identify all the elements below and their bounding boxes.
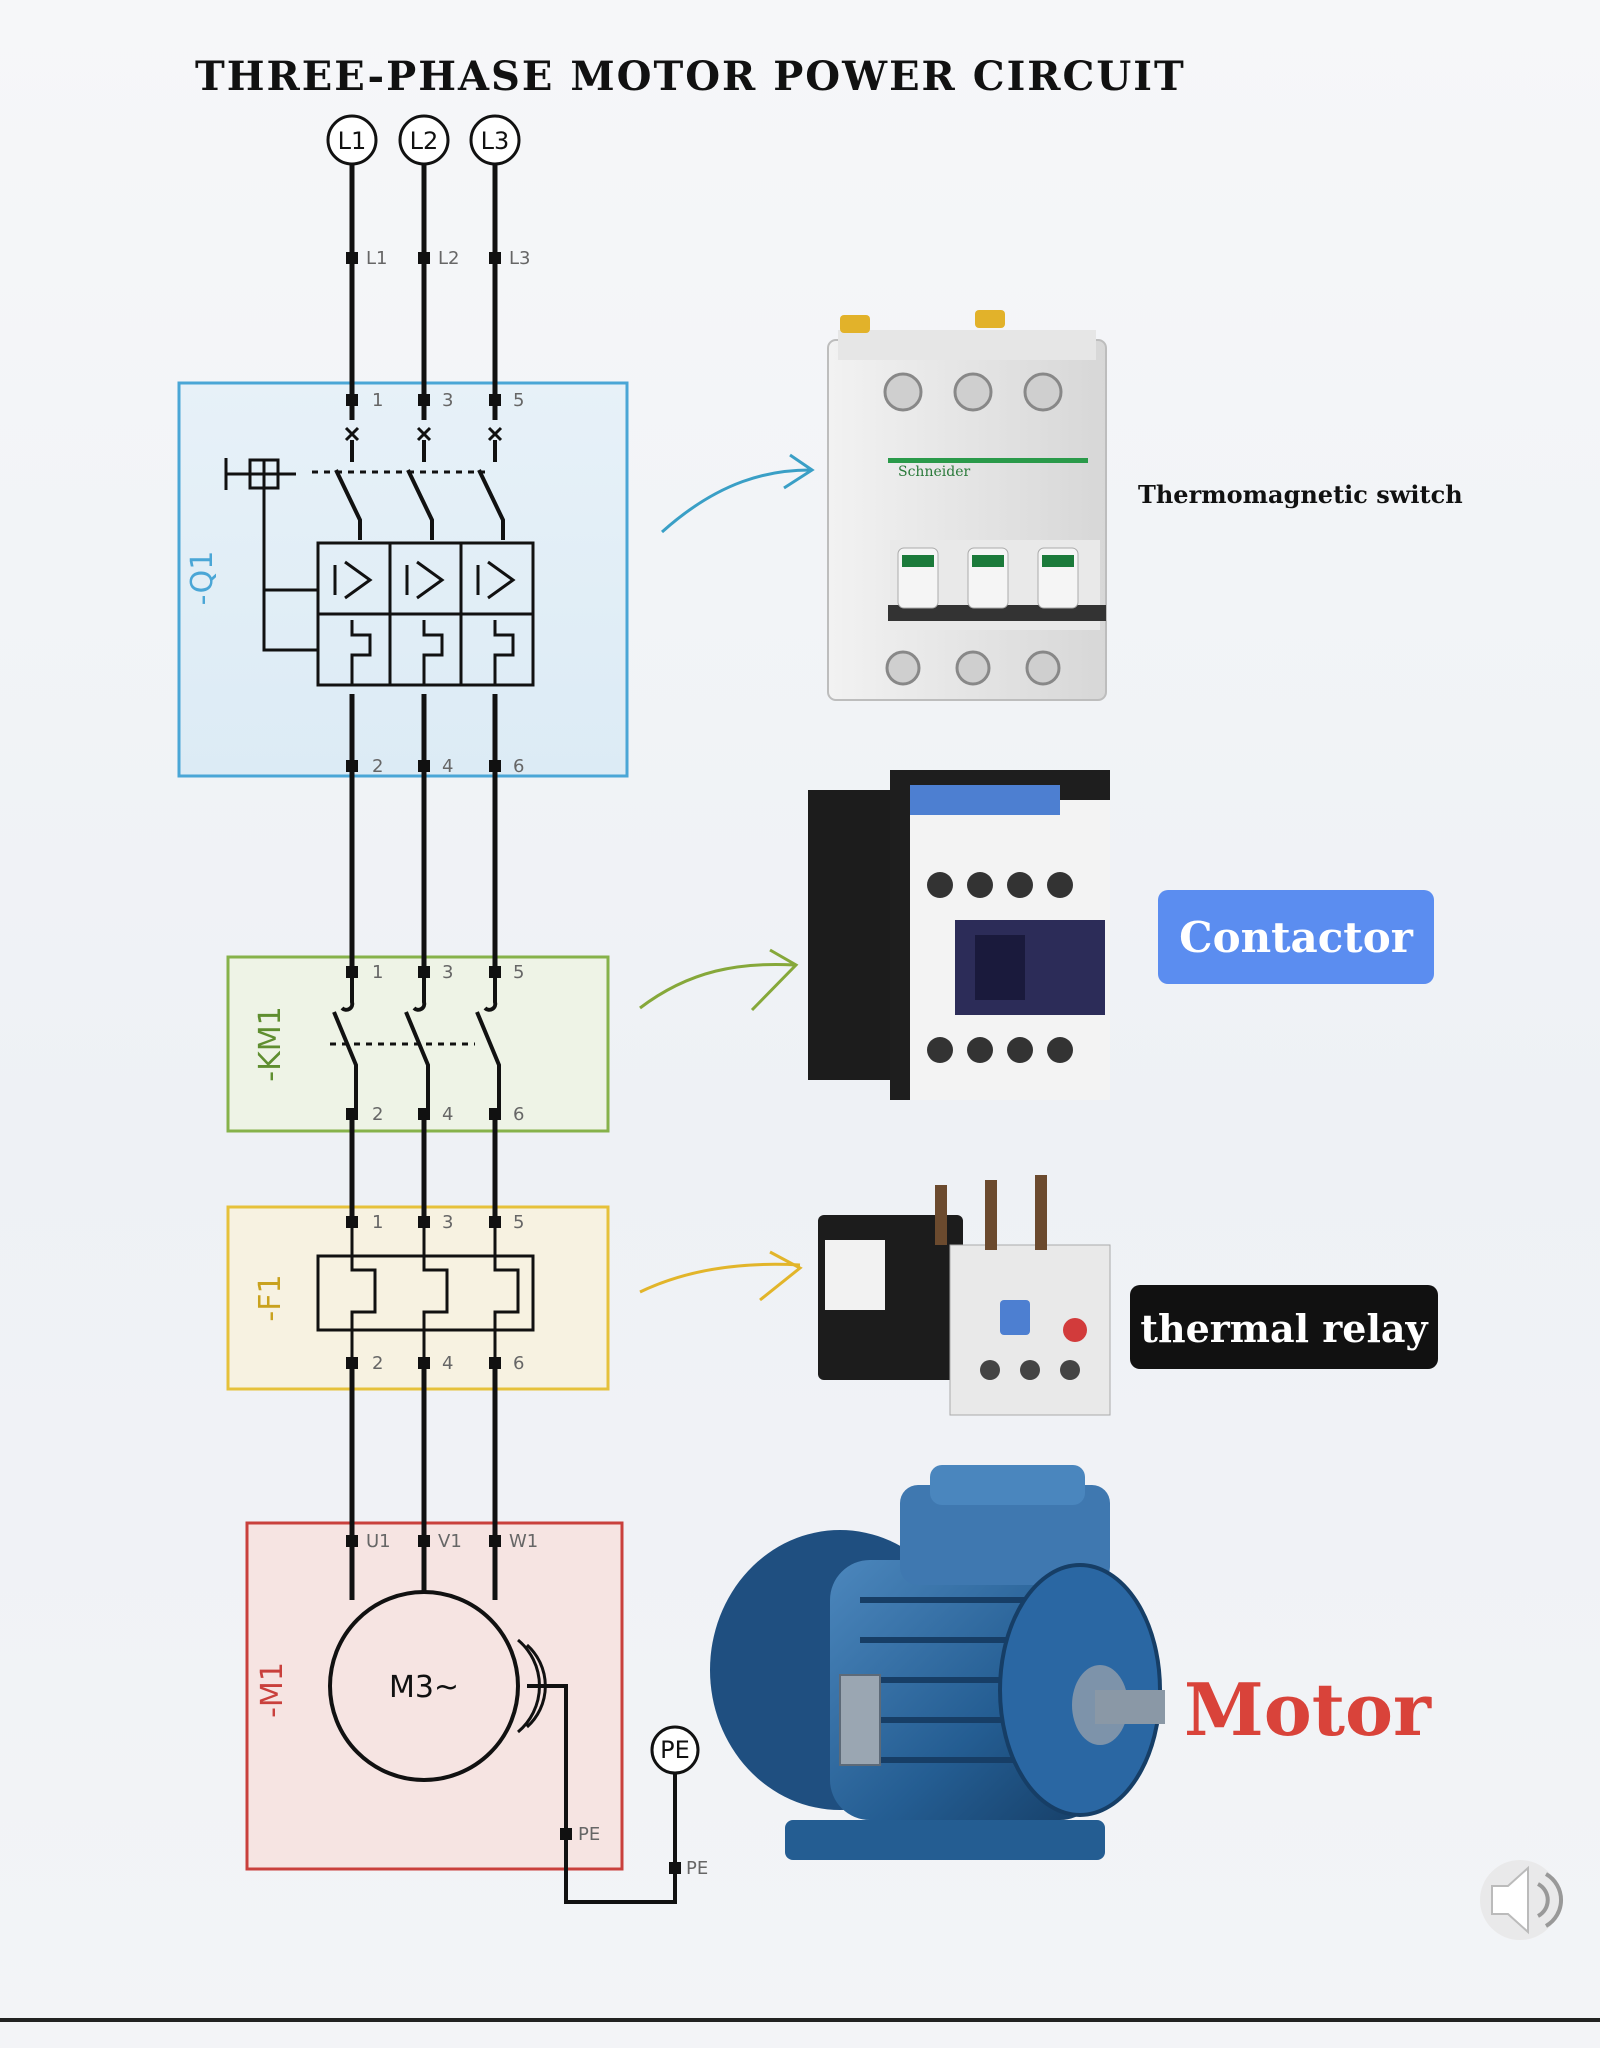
svg-text:5: 5 bbox=[513, 1212, 524, 1233]
svg-text:PE: PE bbox=[578, 1824, 600, 1845]
svg-text:5: 5 bbox=[513, 962, 524, 983]
km1-box bbox=[226, 955, 610, 1133]
power-wires bbox=[349, 164, 498, 1600]
km1-contactor-symbol: 1 3 5 2 4 6 bbox=[330, 962, 524, 1125]
svg-text:PE: PE bbox=[660, 1736, 690, 1764]
page-title: THREE-PHASE MOTOR POWER CIRCUIT bbox=[195, 53, 1186, 100]
svg-text:5: 5 bbox=[513, 390, 524, 411]
contactor-badge bbox=[1158, 890, 1434, 984]
contactor-caption: Contactor bbox=[1179, 913, 1414, 962]
svg-text:2: 2 bbox=[372, 756, 383, 777]
svg-text:L3: L3 bbox=[509, 248, 530, 269]
motor-symbol-text: M3~ bbox=[389, 1670, 459, 1705]
f1-relay-symbol: 1 3 5 2 4 6 bbox=[316, 1212, 535, 1374]
svg-text:4: 4 bbox=[442, 1353, 453, 1374]
motor-device-image bbox=[710, 1465, 1165, 1860]
km1-label: -KM1 bbox=[253, 1006, 288, 1081]
svg-text:L1: L1 bbox=[338, 127, 367, 155]
q1-arrow-head bbox=[783, 453, 815, 490]
svg-text:4: 4 bbox=[442, 1104, 453, 1125]
svg-text:1: 1 bbox=[372, 1212, 383, 1233]
m1-motor-symbol: U1 V1 W1 M3~ PE bbox=[328, 1531, 677, 1904]
svg-text:U1: U1 bbox=[366, 1531, 391, 1552]
m1-label: -M1 bbox=[255, 1662, 290, 1718]
svg-text:3: 3 bbox=[442, 962, 453, 983]
q1-label: -Q1 bbox=[185, 551, 220, 606]
svg-text:L1: L1 bbox=[366, 248, 387, 269]
svg-text:3: 3 bbox=[442, 1212, 453, 1233]
svg-text:6: 6 bbox=[513, 1104, 524, 1125]
svg-text:W1: W1 bbox=[509, 1531, 538, 1552]
svg-text:6: 6 bbox=[513, 1353, 524, 1374]
speaker-icon[interactable] bbox=[1480, 1860, 1564, 1940]
phase-node-l1: L1 bbox=[326, 114, 378, 166]
q1-breaker-symbol: 1 3 5 2 4 6 bbox=[224, 390, 535, 777]
svg-text:4: 4 bbox=[442, 756, 453, 777]
phase-node-l2: L2 bbox=[398, 114, 450, 166]
svg-text:6: 6 bbox=[513, 756, 524, 777]
svg-text:1: 1 bbox=[372, 390, 383, 411]
f1-arrow-head bbox=[759, 1250, 803, 1302]
svg-text:1: 1 bbox=[372, 962, 383, 983]
motor-caption: Motor bbox=[1184, 1667, 1432, 1752]
q1-arrow bbox=[660, 468, 811, 534]
pe-node: PE PE bbox=[650, 1725, 708, 1879]
q1-box bbox=[177, 381, 629, 778]
km1-arrow-head bbox=[750, 948, 799, 1012]
svg-text:L2: L2 bbox=[438, 248, 459, 269]
km1-arrow bbox=[639, 962, 796, 1010]
svg-text:3: 3 bbox=[442, 390, 453, 411]
breaker-brand: Schneider bbox=[898, 464, 970, 480]
phase-node-l3: L3 bbox=[469, 114, 521, 166]
bottom-rule bbox=[0, 2018, 1600, 2022]
f1-arrow bbox=[639, 1262, 801, 1294]
svg-text:2: 2 bbox=[372, 1104, 383, 1125]
relay-caption: thermal relay bbox=[1140, 1306, 1428, 1351]
svg-text:L2: L2 bbox=[410, 127, 439, 155]
breaker-caption: Thermomagnetic switch bbox=[1138, 480, 1463, 509]
svg-text:L3: L3 bbox=[481, 127, 510, 155]
thermal-relay-device-image bbox=[818, 1175, 1111, 1416]
f1-label: -F1 bbox=[253, 1274, 288, 1321]
svg-text:PE: PE bbox=[686, 1858, 708, 1879]
relay-badge bbox=[1130, 1285, 1438, 1369]
contactor-device-image bbox=[808, 770, 1110, 1100]
phase-nodes: L1 L2 L3 bbox=[326, 114, 521, 166]
supply-terminals: L1 L2 L3 bbox=[346, 248, 530, 269]
breaker-device-image: Schneider bbox=[827, 310, 1107, 701]
svg-text:2: 2 bbox=[372, 1353, 383, 1374]
svg-text:V1: V1 bbox=[438, 1531, 462, 1552]
